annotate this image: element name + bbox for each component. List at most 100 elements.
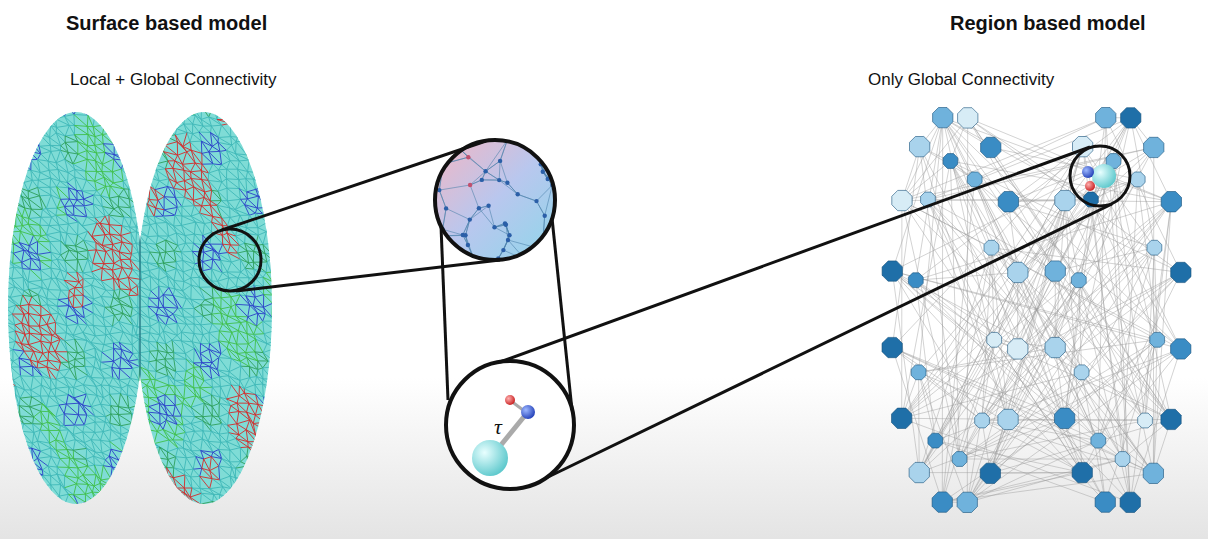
mesh-edge <box>56 208 57 215</box>
mesh-edge <box>255 124 264 134</box>
mesh-edge <box>192 243 193 251</box>
mesh-edge <box>65 152 68 159</box>
mesh-edge <box>158 124 166 127</box>
mesh-edge <box>0 173 7 177</box>
mesh-edge <box>272 128 284 137</box>
mesh-edge <box>0 117 2 128</box>
mesh-edge <box>266 232 275 236</box>
mesh-edge <box>0 226 6 228</box>
mesh-edge <box>280 119 285 129</box>
mesh-edge <box>38 241 51 252</box>
mesh-edge <box>128 278 137 286</box>
mesh-edge <box>191 206 194 217</box>
mesh-edge <box>39 116 43 128</box>
mesh-edge <box>22 250 24 262</box>
mesh-edge <box>145 116 150 125</box>
mesh-edge <box>69 250 78 260</box>
mesh-edge <box>28 196 39 199</box>
mesh-edge <box>257 163 259 173</box>
mesh-edge <box>136 160 149 164</box>
mesh-edge <box>267 162 276 164</box>
mesh-edge <box>96 250 106 252</box>
mesh-edge <box>112 268 122 271</box>
mesh-edge <box>82 273 83 279</box>
mesh-edge <box>123 138 131 144</box>
mesh-edge <box>42 280 48 289</box>
mesh-edge <box>11 179 25 183</box>
mesh-edge <box>56 270 60 279</box>
mesh-edge <box>130 208 138 218</box>
mesh-edge <box>1 195 4 207</box>
mesh-edge <box>109 209 114 215</box>
mesh-edge <box>16 204 25 208</box>
mesh-edge <box>266 204 277 207</box>
mesh-edge <box>190 134 193 142</box>
mesh-edge <box>20 151 29 153</box>
mesh-edge <box>291 232 293 240</box>
mesh-edge <box>275 106 286 107</box>
mesh-edge <box>191 269 193 278</box>
mesh-edge <box>49 225 59 227</box>
mesh-edge <box>33 108 40 116</box>
mesh-edge <box>129 107 141 108</box>
mesh-edge <box>82 191 84 199</box>
mesh-edge <box>42 278 52 280</box>
mesh-edge <box>164 207 177 209</box>
mesh-edge <box>165 240 166 252</box>
mesh-edge <box>114 159 124 160</box>
mesh-edge <box>92 223 97 236</box>
mesh-edge <box>294 172 295 183</box>
mesh-edge <box>131 162 138 172</box>
mesh-edge <box>67 233 76 246</box>
mesh-edge <box>40 260 52 261</box>
mesh-edge <box>245 127 250 137</box>
mesh-edge <box>182 207 191 217</box>
mesh-edge <box>128 169 138 172</box>
mesh-edge <box>186 243 193 251</box>
mesh-edge <box>28 269 30 282</box>
mesh-edge <box>0 276 3 279</box>
mesh-edge <box>46 195 51 208</box>
mesh-edge <box>284 172 295 182</box>
mesh-edge <box>222 179 227 182</box>
mesh-edge <box>13 137 15 144</box>
mesh-edge <box>109 186 111 198</box>
mesh-edge <box>28 191 39 196</box>
mesh-edge <box>16 226 21 231</box>
mesh-edge <box>210 201 217 206</box>
mesh-edge <box>4 246 14 253</box>
mesh-edge <box>182 261 183 272</box>
mesh-edge <box>60 150 64 159</box>
mesh-edge <box>257 208 262 214</box>
mesh-edge <box>92 278 95 285</box>
mesh-edge <box>176 117 177 129</box>
mesh-edge <box>245 107 246 120</box>
mesh-edge <box>271 259 283 268</box>
mesh-edge <box>267 142 274 146</box>
mesh-edge <box>248 172 254 180</box>
mesh-edge <box>130 254 132 259</box>
mesh-edge <box>102 235 105 246</box>
mesh-edge <box>103 118 105 125</box>
mesh-edge <box>3 106 16 116</box>
mesh-edge <box>113 109 124 111</box>
mesh-edge <box>88 108 92 110</box>
mesh-edge <box>76 240 84 246</box>
mesh-edge <box>230 119 235 120</box>
mesh-edge <box>150 163 156 165</box>
mesh-edge <box>184 115 185 124</box>
mesh-edge <box>230 245 237 253</box>
mesh-edge <box>203 224 205 236</box>
mesh-edge <box>182 222 196 225</box>
mesh-edge <box>190 141 201 143</box>
mesh-edge <box>271 259 272 272</box>
mesh-edge <box>29 217 41 218</box>
mesh-edge <box>283 222 292 224</box>
mesh-edge <box>69 188 78 200</box>
mesh-edge <box>95 181 106 186</box>
mesh-edge <box>6 232 11 233</box>
mesh-edge <box>281 253 292 255</box>
mesh-edge <box>31 160 40 173</box>
mesh-edge <box>202 180 212 191</box>
mesh-edge <box>181 243 185 252</box>
